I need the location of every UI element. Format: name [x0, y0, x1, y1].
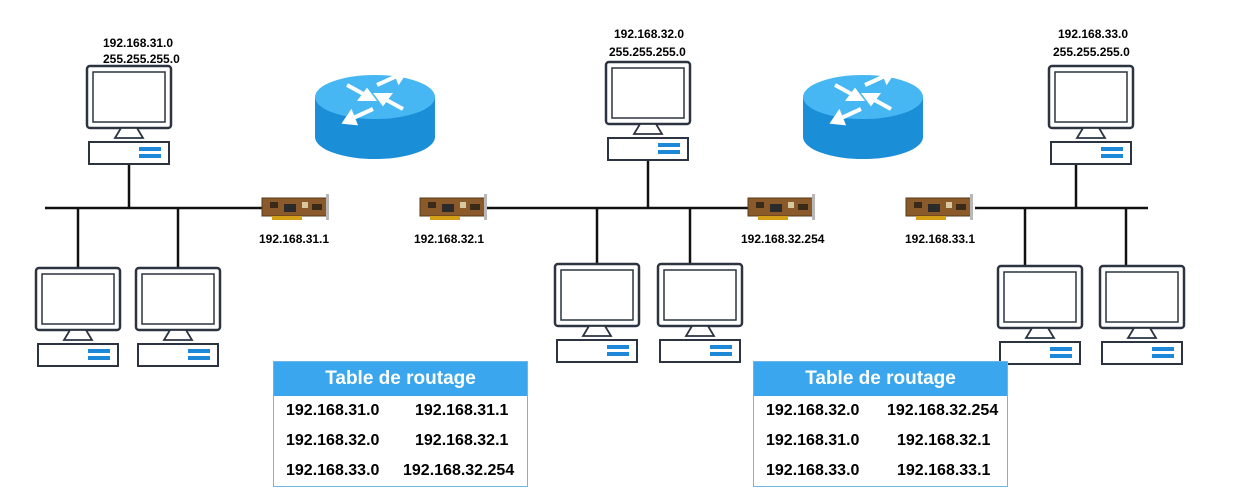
routing-table: Table de routage 192.168.32.0 192.168.32… — [753, 361, 1008, 487]
network-mask-label: 255.255.255.0 — [609, 45, 686, 59]
gateway-cell: 192.168.33.1 — [897, 462, 991, 479]
computer-icon — [604, 60, 692, 162]
network-card-icon — [747, 193, 816, 221]
network-address-label: 192.168.32.0 — [614, 27, 684, 41]
gateway-cell: 192.168.31.1 — [415, 402, 509, 419]
destination-cell: 192.168.31.0 — [766, 432, 860, 449]
gateway-cell: 192.168.32.254 — [403, 462, 515, 479]
network-card-icon — [419, 193, 488, 221]
router-icon — [801, 69, 925, 161]
destination-cell: 192.168.33.0 — [286, 462, 380, 479]
computer-icon — [553, 262, 641, 364]
interface-ip-label: 192.168.32.254 — [741, 232, 825, 246]
routing-table-row: 192.168.33.0 192.168.33.1 — [754, 456, 1007, 486]
computer-icon — [1047, 64, 1135, 166]
network-card-icon — [261, 193, 330, 221]
routing-table-title: Table de routage — [274, 362, 527, 396]
computer-icon — [996, 264, 1084, 366]
network-address-label: 192.168.33.0 — [1058, 27, 1128, 41]
destination-cell: 192.168.32.0 — [286, 432, 380, 449]
computer-icon — [656, 262, 744, 364]
destination-cell: 192.168.31.0 — [286, 402, 380, 419]
interface-ip-label: 192.168.33.1 — [905, 232, 975, 246]
interface-ip-label: 192.168.31.1 — [259, 232, 329, 246]
destination-cell: 192.168.33.0 — [766, 462, 860, 479]
computer-icon — [34, 266, 122, 368]
router-icon — [313, 69, 437, 161]
network-card-icon — [905, 193, 974, 221]
computer-icon — [85, 64, 173, 166]
routing-table-title: Table de routage — [754, 362, 1007, 396]
routing-table-row: 192.168.31.0 192.168.31.1 — [274, 396, 527, 426]
computer-icon — [1098, 264, 1186, 366]
routing-table-row: 192.168.31.0 192.168.32.1 — [754, 426, 1007, 456]
routing-table-row: 192.168.32.0 192.168.32.1 — [274, 426, 527, 456]
gateway-cell: 192.168.32.254 — [887, 402, 999, 419]
destination-cell: 192.168.32.0 — [766, 402, 860, 419]
network-address-label: 192.168.31.0 — [103, 36, 173, 50]
gateway-cell: 192.168.32.1 — [415, 432, 509, 449]
computer-icon — [134, 266, 222, 368]
network-mask-label: 255.255.255.0 — [1053, 45, 1130, 59]
routing-table-row: 192.168.32.0 192.168.32.254 — [754, 396, 1007, 426]
routing-table-row: 192.168.33.0 192.168.32.254 — [274, 456, 527, 486]
network-mask-label: 255.255.255.0 — [103, 52, 180, 66]
routing-table: Table de routage 192.168.31.0 192.168.31… — [273, 361, 528, 487]
interface-ip-label: 192.168.32.1 — [414, 232, 484, 246]
gateway-cell: 192.168.32.1 — [897, 432, 991, 449]
